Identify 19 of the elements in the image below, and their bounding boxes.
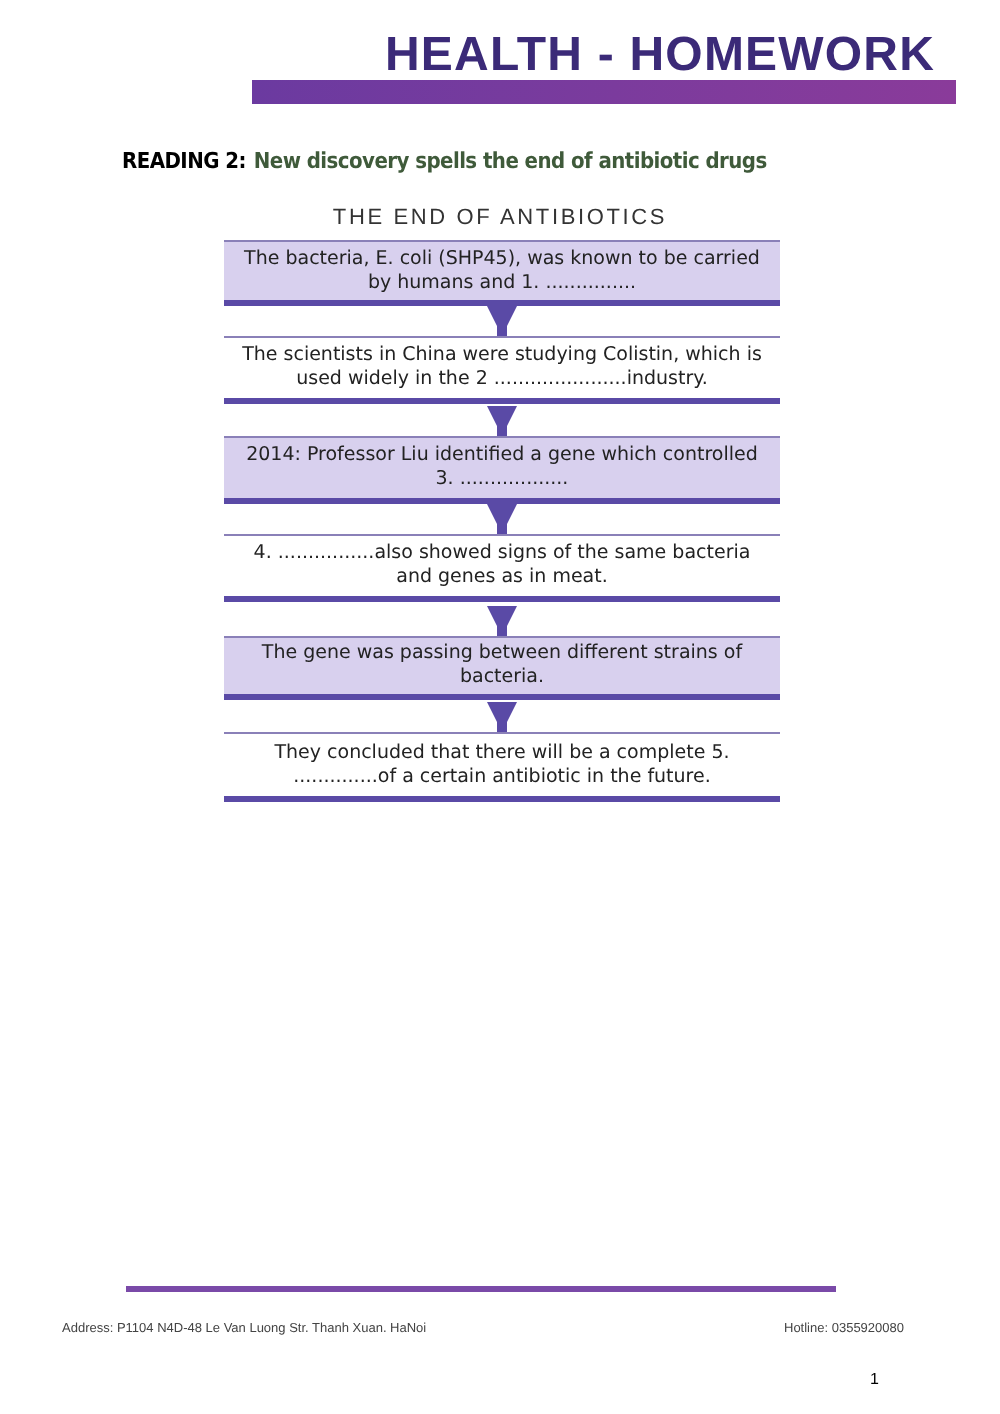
step-text: The scientists in China were studying Colistin, which is used widely in the 2 ......................industry. (240, 344, 764, 392)
arrow (487, 606, 517, 636)
diagram-title: THE END OF ANTIBIOTICS (330, 204, 670, 234)
step-text: They concluded that there will be a complete 5. ..............of a certain antibiotic in the future. (272, 741, 732, 789)
step-box (224, 636, 780, 700)
heading: HEALTH - HOMEWORK (382, 26, 938, 86)
arrow (487, 504, 517, 534)
step-text: The gene was passing between different strains of bacteria. (259, 642, 745, 690)
section-label: READING 2: (122, 146, 246, 178)
step-text: 4. ................also showed signs of the same bacteria and genes as in meat. (251, 542, 753, 590)
step-box (224, 240, 780, 306)
arrow (487, 306, 517, 336)
step-box (224, 436, 780, 504)
arrow (487, 702, 517, 732)
page-number: 1 (870, 1368, 879, 1392)
step-text: The bacteria, E. coli (SHP45), was known to be carried by humans and 1. ............... (242, 247, 762, 295)
step-text: 2014: Professor Liu identified a gene which controlled 3. .................. (244, 444, 760, 492)
arrow (487, 406, 517, 436)
reading-title: New discovery spells the end of antibiotic drugs (253, 146, 767, 178)
